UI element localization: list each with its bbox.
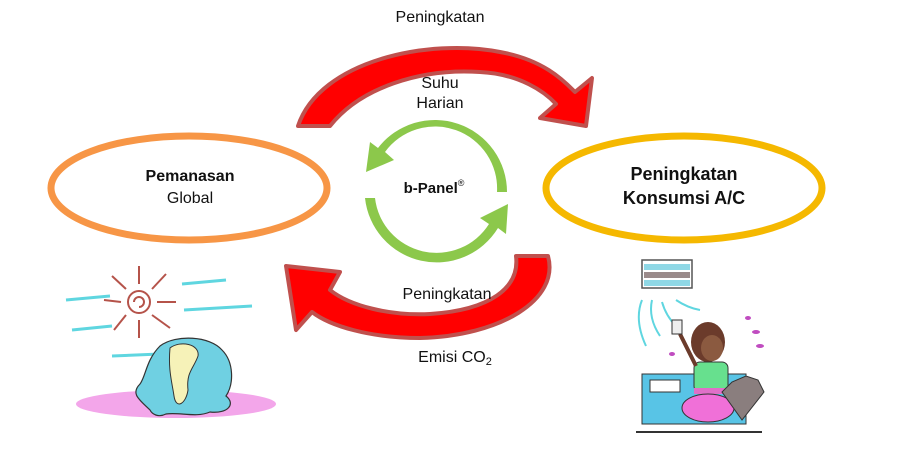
right-node-line1: Peningkatan: [630, 164, 738, 184]
melting-earth-illustration: [65, 266, 276, 418]
sweat-drops: [669, 316, 764, 356]
cycle-arrow-bottom: [365, 198, 508, 263]
bottom-arrow-label-line1: Peningkatan: [402, 286, 492, 303]
air-conditioner-icon: [641, 259, 693, 289]
hand-fan-icon: [721, 375, 765, 421]
woman-figure: [671, 319, 735, 423]
bottom-red-arrow: [284, 254, 552, 340]
top-arrow-label-line2: Suhu: [421, 75, 459, 92]
cold-air-lines: [637, 299, 701, 347]
cycle-arrow-top: [366, 119, 507, 192]
right-node-line2: Konsumsi A/C: [622, 188, 746, 208]
drawer: [649, 379, 681, 393]
bottom-arrow-label-line2: Emisi CO2: [390, 348, 520, 372]
right-node-ellipse: [542, 132, 826, 244]
top-arrow-label-line1: Peningkatan: [395, 9, 485, 26]
wind-lines: [65, 278, 253, 358]
ac-consumption-illustration: [636, 259, 765, 433]
center-label-text: b-Panel: [403, 180, 458, 197]
earth-continent: [169, 343, 199, 405]
top-arrow-label-line3: Harian: [416, 95, 464, 112]
right-node-text: Peningkatan Konsumsi A/C: [584, 162, 784, 210]
cycle-arrows: [365, 119, 508, 263]
bottom-arrow-subscript: 2: [485, 356, 492, 368]
top-red-arrow: [296, 45, 594, 128]
left-node-line1: Pemanasan: [145, 168, 235, 185]
bottom-arrow-emisi: Emisi CO: [418, 349, 486, 366]
sun-icon: [103, 266, 176, 338]
left-node-line2: Global: [166, 190, 214, 207]
left-node-ellipse: [47, 132, 331, 244]
center-label: b-Panel®: [384, 178, 484, 197]
left-node-text: Pemanasan Global: [90, 166, 290, 210]
registered-mark: ®: [457, 178, 465, 188]
